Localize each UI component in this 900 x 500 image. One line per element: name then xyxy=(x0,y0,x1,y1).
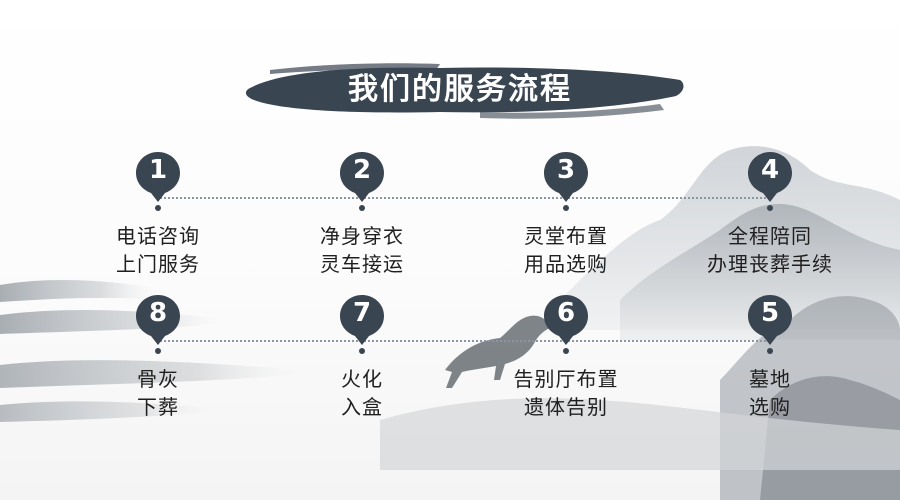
step-number: 4 xyxy=(760,155,780,185)
step-label-line1: 净身穿衣 xyxy=(320,224,404,248)
step-label-line1: 灵堂布置 xyxy=(524,224,608,248)
map-pin-icon xyxy=(748,152,792,211)
step-number: 8 xyxy=(148,298,168,328)
page-title: 我们的服务流程 xyxy=(348,72,572,107)
step-label-line1: 火化 xyxy=(341,367,383,391)
map-pin-icon xyxy=(340,295,384,354)
step-label-line1: 骨灰 xyxy=(137,367,179,391)
step-label-line2: 灵车接运 xyxy=(320,252,404,276)
step-number: 1 xyxy=(148,155,168,185)
map-pin-icon xyxy=(544,152,588,211)
title-brush-banner xyxy=(245,63,684,119)
step-label-line1: 墓地 xyxy=(749,367,791,391)
step-label-line2: 遗体告别 xyxy=(524,395,608,419)
map-pin-icon xyxy=(136,295,180,354)
step-label-line2: 下葬 xyxy=(137,395,179,419)
step-number: 5 xyxy=(760,298,780,328)
flow-connector-bottom xyxy=(160,340,770,342)
step-label-line2: 选购 xyxy=(749,395,791,419)
flow-connector-top xyxy=(160,197,770,199)
map-pin-icon xyxy=(544,295,588,354)
step-number: 2 xyxy=(352,155,372,185)
step-label-line2: 用品选购 xyxy=(524,252,608,276)
step-label-line1: 电话咨询 xyxy=(116,224,200,248)
map-pin-icon xyxy=(748,295,792,354)
step-label-line2: 入盒 xyxy=(341,395,383,419)
step-number: 7 xyxy=(352,298,372,328)
map-pin-icon xyxy=(340,152,384,211)
step-number: 6 xyxy=(556,298,576,328)
step-label-line1: 告别厅布置 xyxy=(513,367,619,391)
step-label-line1: 全程陪同 xyxy=(728,224,812,248)
step-label-line2: 办理丧葬手续 xyxy=(707,252,833,276)
step-label-line2: 上门服务 xyxy=(116,252,200,276)
map-pin-icon xyxy=(136,152,180,211)
horse-silhouette xyxy=(445,315,550,388)
step-number: 3 xyxy=(556,155,576,185)
